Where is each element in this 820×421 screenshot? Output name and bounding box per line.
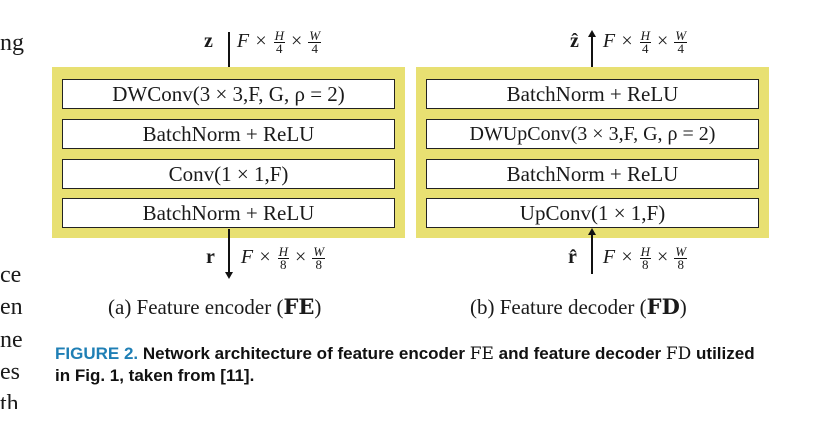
- figure-label: FIGURE 2.: [55, 344, 139, 363]
- encoder-subcaption-close: ): [314, 295, 322, 319]
- decoder-abbr: FD: [646, 294, 680, 319]
- decoder-layer-upconv: UpConv(1 × 1,F): [426, 198, 759, 228]
- decoder-output-arrowhead: [588, 30, 596, 37]
- caption-text-1: Network architecture of feature encoder: [138, 344, 470, 363]
- times-sign: ×: [657, 246, 669, 269]
- figure-caption: FIGURE 2. Network architecture of featur…: [55, 343, 755, 387]
- decoder-subcaption: (b) Feature decoder (FD): [470, 294, 687, 320]
- decoder-output-arrow: [591, 36, 593, 80]
- decoder-input-symbol: r̂: [568, 246, 577, 269]
- decoder-layer-batchnorm-relu-2: BatchNorm + ReLU: [426, 159, 759, 189]
- clipped-body-text-6: th: [0, 391, 19, 409]
- encoder-panel: DWConv(3 × 3,F, G, ρ = 2) BatchNorm + Re…: [52, 67, 405, 238]
- decoder-panel: BatchNorm + ReLU DWUpConv(3 × 3,F, G, ρ …: [416, 67, 769, 238]
- decoder-layer-dwupconv: DWUpConv(3 × 3,F, G, ρ = 2): [426, 119, 759, 149]
- clipped-body-text-2: ce: [0, 262, 22, 288]
- clipped-body-text-4: ne: [0, 327, 23, 353]
- encoder-abbr: FE: [283, 294, 315, 319]
- encoder-subcaption-text: (a) Feature encoder (: [108, 295, 284, 319]
- clipped-body-text-5: es: [0, 359, 20, 385]
- decoder-subcaption-close: ): [679, 295, 687, 319]
- encoder-input-dims: F ×: [236, 30, 268, 53]
- times-sign: ×: [291, 30, 303, 53]
- encoder-output-dims: F ×: [240, 246, 272, 269]
- clipped-body-text-1: ng: [0, 30, 24, 56]
- clipped-body-text-3: en: [0, 294, 23, 320]
- encoder-output-symbol: r: [206, 246, 215, 269]
- caption-text-3: utilized in Fig. 1, taken from [11].: [55, 344, 755, 385]
- decoder-output-symbol: ẑ: [570, 30, 579, 53]
- encoder-output-arrow: [228, 229, 230, 273]
- decoder-layer-batchnorm-relu-1: BatchNorm + ReLU: [426, 79, 759, 109]
- times-sign: ×: [657, 30, 669, 53]
- caption-text-2: and feature decoder: [493, 344, 666, 363]
- times-sign: ×: [295, 246, 307, 269]
- encoder-subcaption: (a) Feature encoder (FE): [108, 294, 321, 320]
- caption-abbr-fd: FD: [665, 344, 692, 364]
- caption-abbr-fe: FE: [469, 344, 494, 364]
- encoder-layer-batchnorm-relu-1: BatchNorm + ReLU: [62, 119, 395, 149]
- encoder-layer-batchnorm-relu-2: BatchNorm + ReLU: [62, 198, 395, 228]
- encoder-output-arrowhead: [225, 272, 233, 279]
- encoder-input-symbol: z: [204, 30, 213, 53]
- decoder-output-dims: F ×: [602, 30, 634, 53]
- decoder-input-arrow: [591, 234, 593, 274]
- decoder-subcaption-text: (b) Feature decoder (: [470, 295, 647, 319]
- decoder-input-dims: F ×: [602, 246, 634, 269]
- encoder-layer-dwconv: DWConv(3 × 3,F, G, ρ = 2): [62, 79, 395, 109]
- decoder-input-arrowhead: [588, 228, 596, 235]
- encoder-input-arrow: [228, 32, 230, 72]
- encoder-layer-conv: Conv(1 × 1,F): [62, 159, 395, 189]
